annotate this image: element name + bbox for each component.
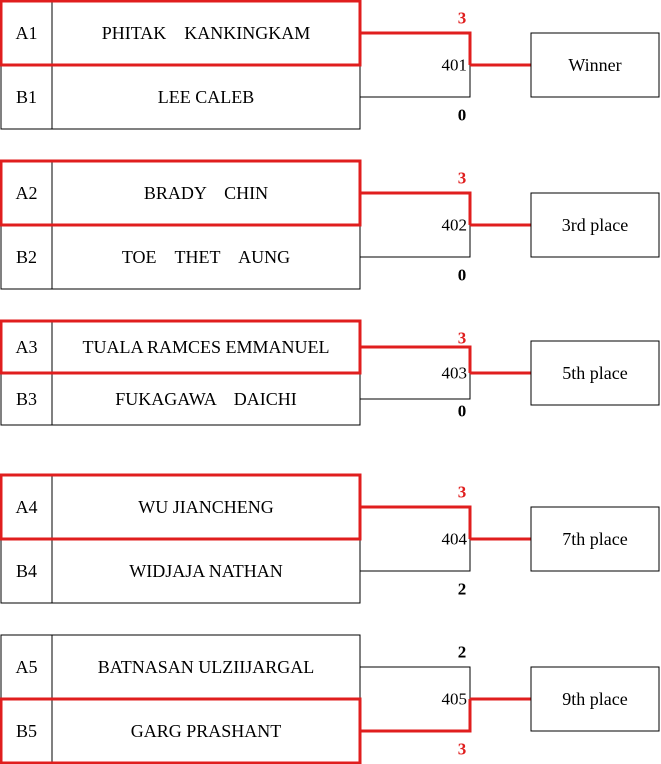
result-label: Winner: [568, 55, 621, 75]
match-404: A4 WU JIANCHENG B4 WIDJAJA NATHAN 404 3 2 7th p…: [0, 473, 660, 604]
score-b: 2: [458, 580, 467, 599]
score-a: 3: [458, 169, 467, 188]
match-number: 404: [442, 530, 468, 549]
bracket-line-b: [360, 225, 471, 258]
player-name: TUALA RAMCES EMMANUEL: [82, 337, 329, 357]
seed-label: A5: [16, 657, 38, 677]
bracket-line-a: [360, 191, 472, 225]
score-b: 0: [458, 266, 467, 285]
result-label: 5th place: [562, 363, 627, 383]
player-name: WIDJAJA NATHAN: [129, 561, 283, 581]
seed-label: A3: [16, 337, 38, 357]
match-number: 403: [442, 364, 468, 383]
player-name: BRADY CHIN: [144, 183, 268, 203]
bracket-line-b: [360, 373, 471, 400]
score-b: 3: [458, 740, 467, 759]
result-box: [530, 192, 660, 258]
bracket-line-b: [360, 699, 472, 733]
bracket-line-a: [360, 505, 472, 539]
result-label: 3rd place: [562, 215, 628, 235]
score-b: 0: [458, 402, 467, 421]
bracket-line-a: [360, 345, 472, 373]
match-402: A2 BRADY CHIN B2 TOE THET AUNG 402 3 0 3rd plac…: [0, 159, 660, 290]
winner-highlight: [0, 0, 362, 67]
winner-highlight: [0, 319, 362, 375]
result-label: 9th place: [562, 689, 627, 709]
score-a: 3: [458, 9, 467, 28]
score-a: 2: [458, 643, 467, 662]
seed-label: A1: [16, 23, 38, 43]
score-a: 3: [458, 483, 467, 502]
player-name: WU JIANCHENG: [138, 497, 273, 517]
seed-label: B2: [16, 247, 37, 267]
seed-label: A2: [16, 183, 38, 203]
result-box: [530, 666, 660, 732]
match-403: A3 TUALA RAMCES EMMANUEL B3 FUKAGAWA DAICHI…: [0, 319, 660, 426]
score-b: 0: [458, 106, 467, 125]
bracket-line-a: [360, 31, 472, 65]
player-name: BATNASAN ULZIIJARGAL: [98, 657, 315, 677]
winner-highlight: [0, 473, 362, 541]
result-box: [530, 32, 660, 98]
bracket-line-a: [360, 666, 471, 699]
winner-highlight: [0, 159, 362, 227]
player-name: GARG PRASHANT: [131, 721, 282, 741]
seed-label: B3: [16, 389, 37, 409]
score-a: 3: [458, 329, 467, 348]
match-number: 401: [442, 56, 468, 75]
bracket-line-b: [360, 539, 471, 572]
bracket-line-b: [360, 65, 471, 98]
player-name: PHITAK KANKINGKAM: [102, 23, 311, 43]
result-box: [530, 340, 660, 406]
seed-label: B1: [16, 87, 37, 107]
winner-highlight: [0, 697, 362, 764]
result-label: 7th place: [562, 529, 627, 549]
match-number: 402: [442, 216, 468, 235]
seed-label: B4: [16, 561, 37, 581]
seed-label: A4: [16, 497, 38, 517]
player-name: LEE CALEB: [158, 87, 255, 107]
player-name: TOE THET AUNG: [122, 247, 290, 267]
match-number: 405: [442, 690, 468, 709]
player-name: FUKAGAWA DAICHI: [115, 389, 297, 409]
match-401: A1 PHITAK KANKINGKAM B1 LEE CALEB 401 3 0 Winne…: [0, 0, 660, 130]
result-box: [530, 506, 660, 572]
match-405: A5 BATNASAN ULZIIJARGAL B5 GARG PRASHANT 405…: [0, 634, 660, 764]
seed-label: B5: [16, 721, 37, 741]
